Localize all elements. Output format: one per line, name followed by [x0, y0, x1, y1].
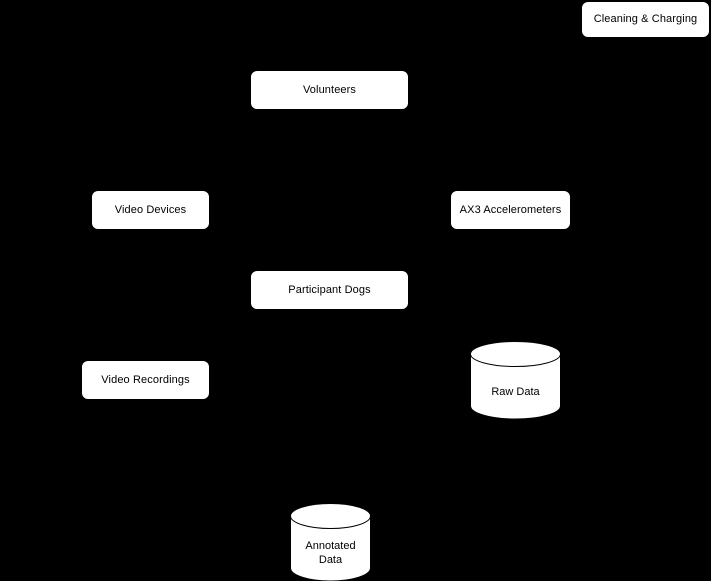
- node-label-raw-data: Raw Data: [491, 386, 540, 398]
- node-volunteers[interactable]: Volunteers: [250, 70, 409, 110]
- node-label-video-recordings: Video Recordings: [101, 373, 190, 386]
- cylinder-shape-raw-data: [470, 341, 561, 420]
- edge-video-recordings-to-annotated-data: [149, 399, 301, 499]
- edge-arrowhead: [145, 180, 155, 192]
- edge-volunteers-to-ax3: [368, 109, 511, 186]
- node-label-ax3-accelerometers: AX3 Accelerometers: [459, 203, 562, 216]
- edge-ax3-to-participant-dogs: [368, 229, 511, 266]
- node-label-participant-dogs: Participant Dogs: [288, 283, 371, 296]
- edge-arrowhead: [505, 180, 515, 192]
- edge-arrowhead: [145, 347, 156, 359]
- node-label-annotated-data: Annotated Data: [305, 540, 356, 566]
- node-video-recordings[interactable]: Video Recordings: [81, 360, 210, 400]
- cylinder-shape-annotated-data: [290, 503, 371, 581]
- edge-arrowhead: [615, 35, 626, 48]
- node-annotated-data[interactable]: Annotated Data: [290, 503, 371, 581]
- node-label-cleaning-charging: Cleaning & Charging: [593, 13, 698, 25]
- node-video-devices[interactable]: Video Devices: [91, 190, 210, 230]
- node-label-video-devices: Video Devices: [114, 203, 187, 216]
- node-participant-dogs[interactable]: Participant Dogs: [250, 270, 409, 310]
- edge-participant-dogs-to-video-recordings: [149, 309, 291, 356]
- edge-raw-data-to-annotated-data: [364, 419, 506, 499]
- edge-video-devices-to-participant-dogs: [149, 229, 291, 266]
- node-label-volunteers: Volunteers: [302, 83, 357, 96]
- node-cleaning-charging[interactable]: Cleaning & Charging: [581, 1, 710, 38]
- node-raw-data[interactable]: Raw Data: [470, 341, 561, 420]
- edge-participant-dogs-to-raw-data: [368, 309, 506, 337]
- edge-ax3-to-cleaning-charging: [570, 41, 621, 191]
- node-ax3-accelerometers[interactable]: AX3 Accelerometers: [450, 190, 571, 230]
- edge-volunteers-to-video-devices: [149, 109, 291, 186]
